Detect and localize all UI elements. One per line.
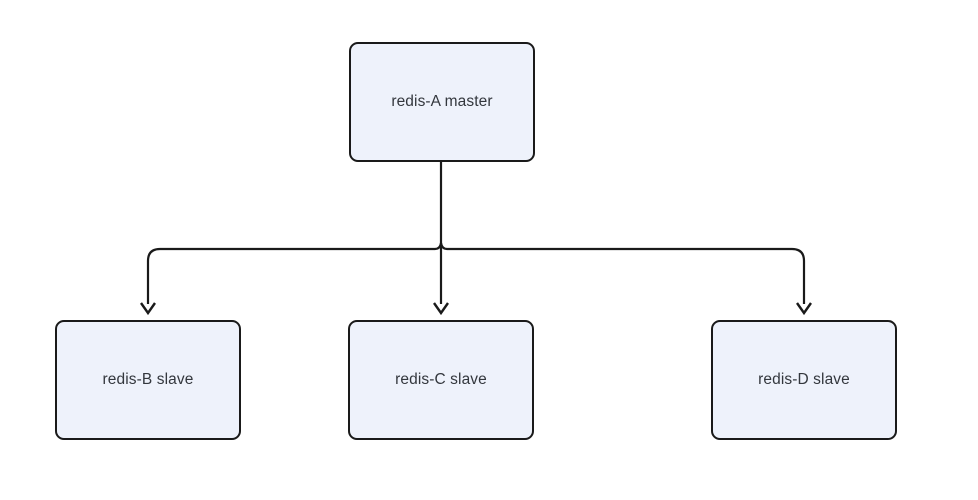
edge-a-c-arrowhead <box>433 302 449 316</box>
node-redis-a-master[interactable]: redis-A master <box>349 42 535 162</box>
edge-a-d-line <box>439 242 806 304</box>
node-redis-d-slave[interactable]: redis-D slave <box>711 320 897 440</box>
node-label: redis-A master <box>391 92 493 110</box>
node-label: redis-C slave <box>395 370 487 388</box>
node-redis-b-slave[interactable]: redis-B slave <box>55 320 241 440</box>
node-redis-c-slave[interactable]: redis-C slave <box>348 320 534 440</box>
node-label: redis-D slave <box>758 370 850 388</box>
node-label: redis-B slave <box>102 370 194 388</box>
edge-a-b-line <box>146 242 443 304</box>
edge-a-b-arrowhead <box>140 302 156 316</box>
edge-a-d-arrowhead <box>796 302 812 316</box>
